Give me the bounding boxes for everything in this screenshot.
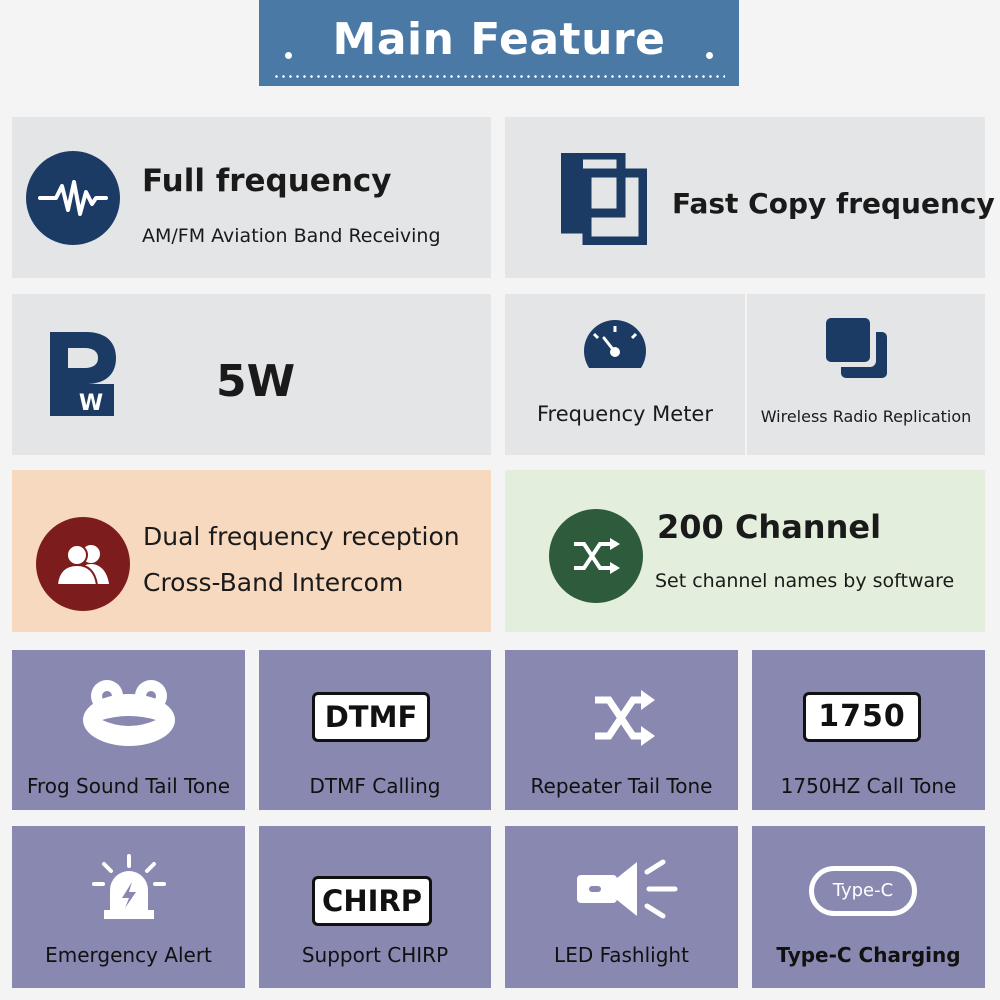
duplicate-icon: [826, 318, 887, 378]
led-label: LED Fashlight: [554, 943, 689, 967]
fast-copy-title: Fast Copy frequency: [672, 187, 995, 220]
header-dot-left: [285, 52, 292, 59]
main-feature-header: Main Feature: [259, 0, 739, 86]
call-tone-badge: 1750: [803, 692, 921, 742]
frequency-meter-label: Frequency Meter: [537, 402, 713, 426]
chirp-label: Support CHIRP: [301, 943, 449, 967]
power-logo-icon: W: [50, 332, 116, 416]
repeater-label: Repeater Tail Tone: [530, 774, 713, 798]
dual-frequency-panel: Dual frequency reception Cross-Band Inte…: [12, 470, 491, 632]
emergency-tile: Emergency Alert: [12, 826, 245, 988]
channel-subtitle: Set channel names by software: [655, 570, 955, 592]
frequency-meter-panel: Frequency Meter: [505, 294, 745, 455]
shuffle-icon: [549, 509, 643, 603]
dual-frequency-subtitle: Cross-Band Intercom: [143, 568, 404, 597]
full-frequency-panel: Full frequency AM/FM Aviation Band Recei…: [12, 117, 491, 278]
chirp-tile: CHIRP Support CHIRP: [259, 826, 491, 988]
gauge-icon: [582, 320, 648, 374]
emergency-label: Emergency Alert: [45, 943, 212, 967]
frog-label: Frog Sound Tail Tone: [26, 774, 231, 798]
typec-badge: Type-C: [809, 866, 917, 916]
flashlight-icon: [577, 859, 678, 919]
users-icon: [36, 517, 130, 611]
frog-icon: [83, 680, 175, 746]
full-frequency-subtitle: AM/FM Aviation Band Receiving: [142, 225, 441, 247]
header-dot-right: [706, 52, 713, 59]
typec-tile: Type-C Type-C Charging: [752, 826, 985, 988]
channel-panel: 200 Channel Set channel names by softwar…: [505, 470, 985, 632]
chirp-badge: CHIRP: [312, 876, 432, 926]
dtmf-tile: DTMF DTMF Calling: [259, 650, 491, 810]
wireless-replication-label: Wireless Radio Replication: [760, 407, 972, 426]
siren-icon: [92, 854, 166, 919]
svg-text:W: W: [79, 391, 103, 416]
header-dotted-line: [273, 75, 725, 78]
full-frequency-title: Full frequency: [142, 163, 392, 199]
power-panel: W 5W: [12, 294, 491, 455]
power-value: 5W: [216, 356, 296, 407]
shuffle-icon: [595, 690, 655, 746]
typec-label: Type-C Charging: [776, 943, 961, 967]
call-tone-tile: 1750 1750HZ Call Tone: [752, 650, 985, 810]
call-tone-label: 1750HZ Call Tone: [780, 774, 957, 798]
repeater-tile: Repeater Tail Tone: [505, 650, 738, 810]
fast-copy-panel: Fast Copy frequency: [505, 117, 995, 278]
channel-title: 200 Channel: [657, 508, 882, 546]
dual-frequency-title: Dual frequency reception: [143, 522, 460, 551]
led-tile: LED Fashlight: [505, 826, 738, 988]
waveform-icon: [26, 151, 120, 245]
dtmf-label: DTMF Calling: [309, 774, 441, 798]
dtmf-badge: DTMF: [312, 692, 430, 742]
page-title: Main Feature: [332, 14, 666, 65]
wireless-replication-panel: Wireless Radio Replication: [747, 294, 985, 455]
copy-icon: [561, 153, 647, 245]
frog-tile: Frog Sound Tail Tone: [12, 650, 245, 810]
